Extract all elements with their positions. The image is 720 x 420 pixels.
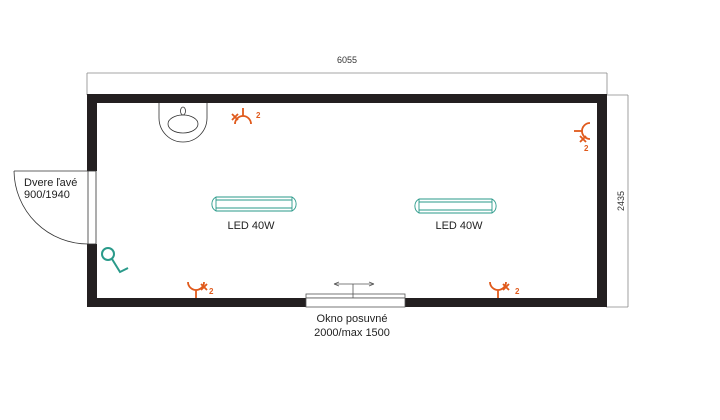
walls: [87, 94, 607, 307]
socket-count: 2: [515, 287, 520, 296]
light-switch-icon: [101, 247, 129, 274]
led-light-icon: [414, 198, 497, 214]
window: [305, 281, 406, 308]
window-label: Okno posuvné: [317, 313, 388, 325]
height-dimension: [606, 94, 629, 308]
socket-icon: [574, 122, 591, 143]
width-dimension-label: 6055: [337, 55, 357, 65]
socket-count: 2: [209, 287, 214, 296]
sink-icon: [158, 103, 208, 143]
led-light-icon: [211, 196, 297, 212]
window-size: 2000/max 1500: [314, 327, 390, 339]
socket-count: 2: [256, 111, 261, 120]
width-dimension: [86, 72, 608, 95]
socket-icon: [489, 281, 510, 298]
light-label: LED 40W: [227, 220, 275, 232]
light-label: LED 40W: [435, 220, 483, 232]
height-dimension-label: 2435: [616, 191, 626, 211]
door: [13, 170, 97, 245]
door-size: 900/1940: [24, 189, 70, 201]
socket-icon: [187, 281, 208, 298]
door-label: Dvere ľavé: [24, 177, 77, 189]
socket-icon: [231, 108, 252, 125]
socket-count: 2: [584, 144, 589, 153]
